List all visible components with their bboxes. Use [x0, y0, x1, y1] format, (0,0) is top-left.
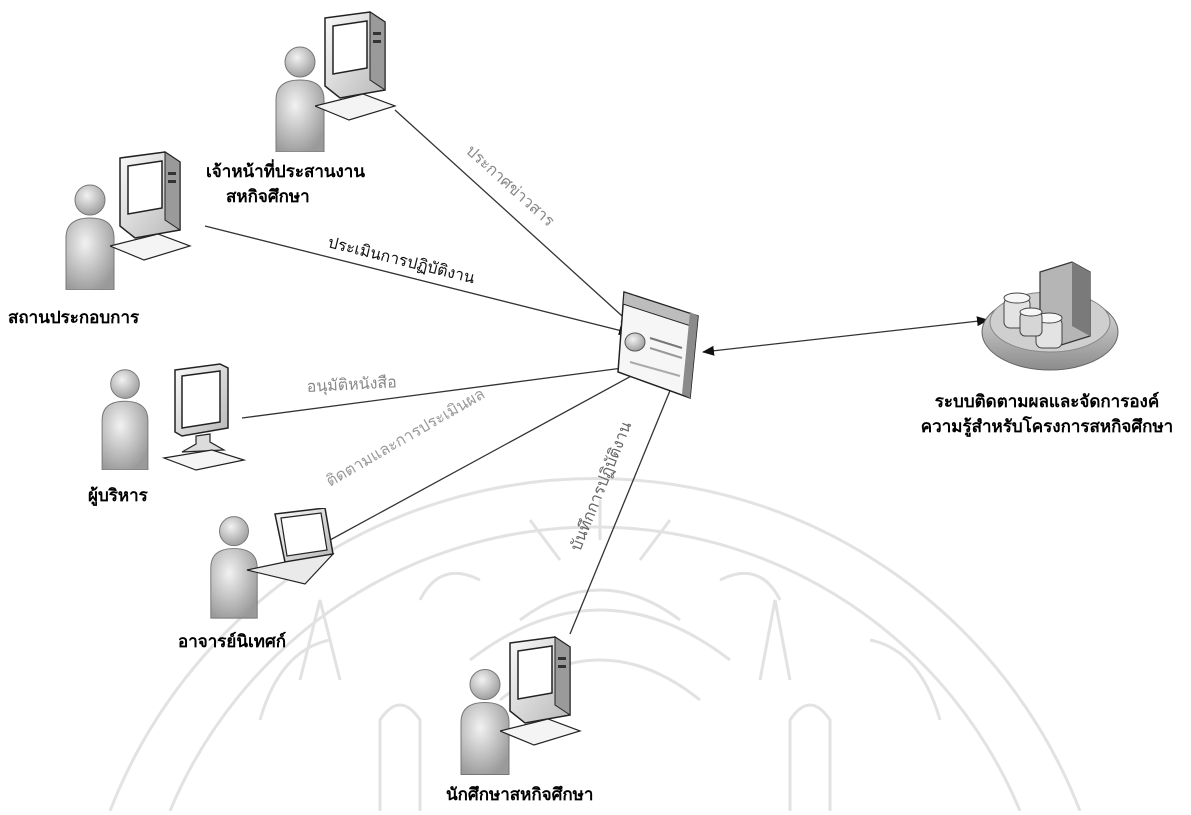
system-label-line2: ความรู้สำหรับโครงการสหกิจศึกษา	[920, 416, 1174, 437]
supervisor-node	[210, 508, 334, 619]
student-node	[460, 636, 581, 776]
edge-line-evaluate	[204, 225, 631, 336]
database-server-icon	[981, 261, 1119, 371]
system-label: ระบบติดตามผลและจัดการองค์ ความรู้สำหรับโ…	[912, 390, 1182, 439]
connection-lines	[204, 109, 989, 635]
edge-line-monitor	[329, 367, 647, 541]
coordinator-node	[275, 11, 396, 152]
edge-label-evaluate: ประเมินการปฏิบัติงาน	[326, 232, 477, 287]
desktop-computer-icon	[500, 636, 581, 746]
edge-label-monitor: ติดตามและการประเมินผล	[323, 384, 489, 491]
coordinator-label: เจ้าหน้าที่ประสานงาน สหกิจศึกษา	[206, 160, 365, 209]
executive-label: ผู้บริหาร	[88, 486, 148, 506]
executive-node	[101, 363, 245, 471]
monitor-icon	[163, 363, 245, 471]
edge-line-approve	[241, 362, 639, 419]
university-seal-watermark	[108, 477, 1082, 812]
laptop-icon	[246, 508, 334, 585]
system-label-line1: ระบบติดตามผลและจัดการองค์	[934, 392, 1160, 412]
person-icon	[210, 516, 258, 619]
establishment-node	[65, 151, 191, 290]
establishment-label: สถานประกอบการ	[8, 308, 140, 328]
person-icon	[101, 369, 149, 470]
edge-label-approve: อนุมัติหนังสือ	[306, 372, 397, 397]
edge-line-announce	[394, 109, 633, 326]
web-page-icon	[617, 290, 699, 400]
coordinator-label-line2: สหกิจศึกษา	[226, 186, 310, 207]
person-icon	[460, 668, 510, 776]
edge-line-record	[569, 375, 677, 635]
edge-line-system	[702, 316, 989, 356]
desktop-computer-icon	[110, 151, 191, 261]
person-icon	[65, 184, 115, 290]
person-icon	[275, 46, 325, 152]
student-label: นักศึกษาสหกิจศึกษา	[446, 785, 594, 805]
desktop-computer-icon	[315, 11, 396, 121]
coordinator-label-line1: เจ้าหน้าที่ประสานงาน	[206, 162, 365, 182]
edge-label-announce: ประกาศข่าวสาร	[462, 141, 559, 231]
supervisor-label: อาจารย์นิเทศก์	[178, 632, 287, 652]
